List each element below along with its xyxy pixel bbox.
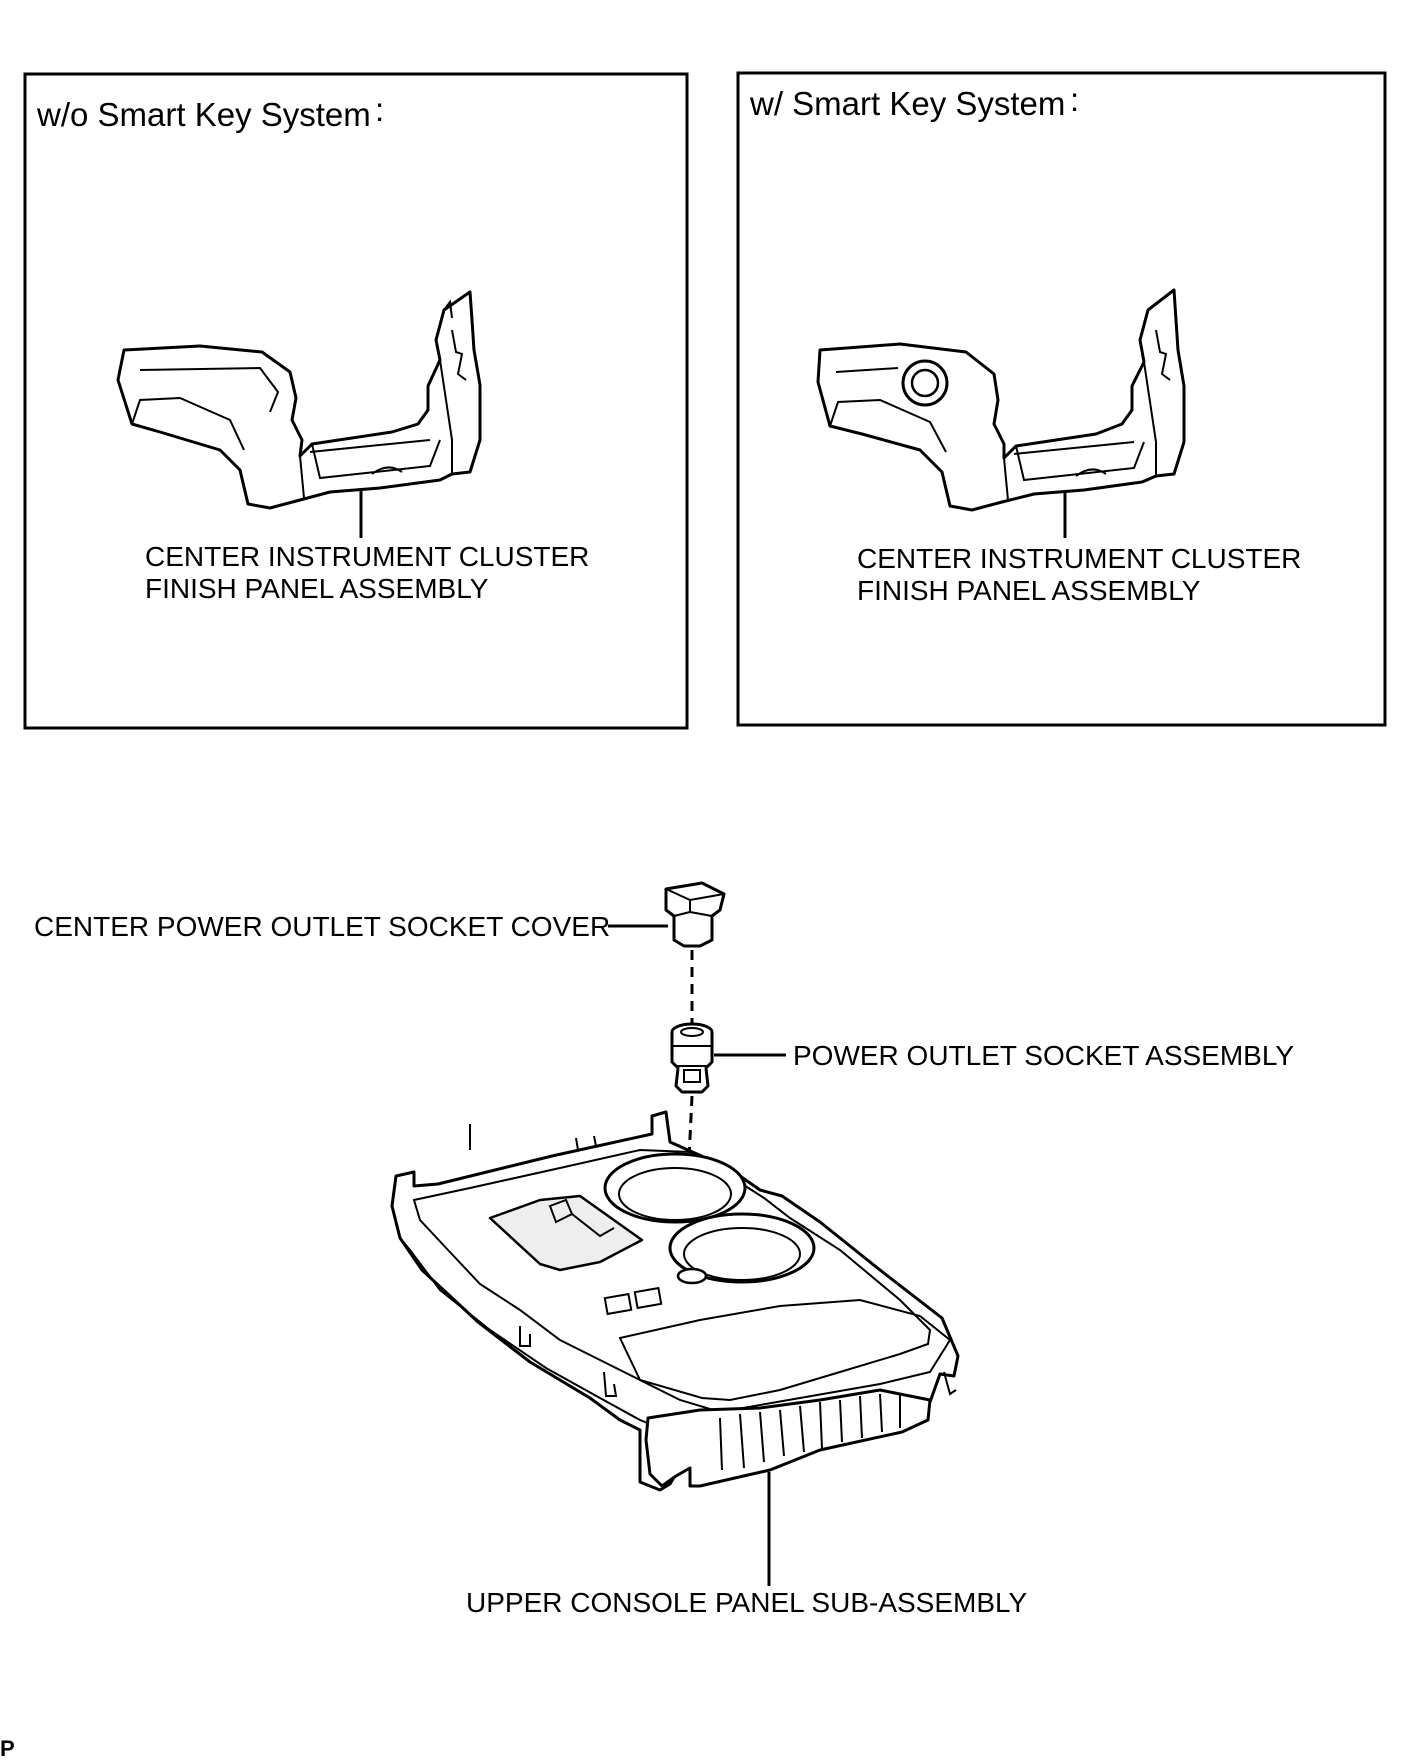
socket-assembly-label: POWER OUTLET SOCKET ASSEMBLY [793, 1040, 1294, 1071]
panel-header-colon: : [1070, 81, 1079, 118]
corner-code: P [0, 1736, 15, 1761]
panel-header: w/o Smart Key System [36, 96, 371, 133]
socket-cover-drawing [664, 881, 726, 948]
callout-label-line2: FINISH PANEL ASSEMBLY [857, 575, 1201, 606]
socket-cover-label: CENTER POWER OUTLET SOCKET COVER [34, 911, 610, 942]
switch-button [603, 1292, 633, 1316]
switch-button [633, 1286, 663, 1310]
callout-label-line1: CENTER INSTRUMENT CLUSTER [857, 543, 1301, 574]
socket-assembly-drawing [670, 1022, 714, 1094]
finish-panel-drawing [116, 290, 482, 510]
socket-hole [676, 1267, 708, 1285]
panel-with-smart-key: w/ Smart Key System : CENTER INSTRUMENT … [736, 71, 1387, 727]
shift-lever-opening [488, 1194, 644, 1272]
panel-frame [23, 72, 689, 730]
panel-frame [736, 71, 1387, 727]
callout-label-line1: CENTER INSTRUMENT CLUSTER [145, 541, 589, 572]
panel-header-colon: : [375, 91, 384, 128]
console-label: UPPER CONSOLE PANEL SUB-ASSEMBLY [466, 1587, 1028, 1618]
exploded-view: CENTER POWER OUTLET SOCKET COVER POWER O… [34, 881, 1294, 1618]
panel-header: w/ Smart Key System [749, 85, 1065, 122]
panel-without-smart-key: w/o Smart Key System : CENTER INSTRUMENT… [23, 72, 689, 730]
callout-label-line2: FINISH PANEL ASSEMBLY [145, 573, 489, 604]
console-panel-drawing [390, 1110, 960, 1492]
finish-panel-drawing [816, 288, 1186, 512]
